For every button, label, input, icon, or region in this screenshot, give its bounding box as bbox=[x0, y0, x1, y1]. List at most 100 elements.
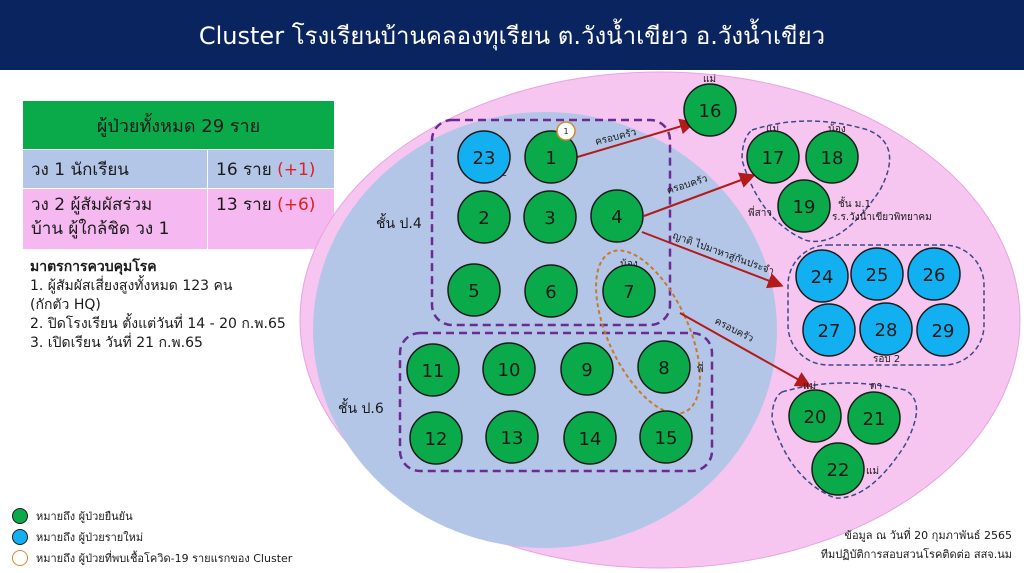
case-node-11 bbox=[406, 343, 460, 397]
case-number: 18 bbox=[821, 148, 844, 169]
case-node-22 bbox=[811, 442, 865, 496]
legend-label: หมายถึง ผู้ป่วยรายใหม่ bbox=[36, 530, 144, 544]
case-number: 8 bbox=[658, 358, 669, 379]
measure-item: (กักตัว HQ) bbox=[30, 297, 101, 313]
round-label: รอบ 2 bbox=[480, 168, 507, 179]
case-label: แม่ bbox=[766, 124, 779, 135]
source-date: ข้อมูล ณ วันที่ 20 กุมภาพันธ์ 2565 bbox=[844, 529, 1012, 542]
case-node-2 bbox=[457, 190, 511, 244]
case-number: 2 bbox=[478, 208, 489, 229]
case-node-21 bbox=[847, 391, 901, 445]
case-label: ตา bbox=[870, 381, 882, 392]
ring2-delta: (+6) bbox=[277, 195, 316, 215]
case-label: พี่สาว bbox=[748, 205, 772, 219]
case-node-8 bbox=[637, 340, 691, 394]
legend-item: หมายถึง ผู้ป่วยที่พบเชื้อโควิด-19 รายแรก… bbox=[12, 547, 292, 568]
ring1-value: 16 ราย (+1) bbox=[207, 149, 335, 189]
case-number: 10 bbox=[498, 360, 521, 381]
case-number: 20 bbox=[804, 407, 827, 428]
legend-swatch-new bbox=[12, 528, 28, 545]
case-number: 13 bbox=[501, 428, 524, 449]
case-node-1 bbox=[524, 130, 578, 184]
grade6-group bbox=[398, 331, 714, 473]
case-node-14 bbox=[563, 411, 617, 465]
case-number: 25 bbox=[866, 265, 889, 286]
case-number: 14 bbox=[579, 429, 602, 450]
case-number: 1 bbox=[545, 148, 556, 169]
case-note: ชั้น ม.1 bbox=[838, 196, 871, 210]
summary-row-ring1: วง 1 นักเรียน 16 ราย (+1) bbox=[22, 149, 335, 189]
grade6-label: ชั้น ป.6 bbox=[338, 398, 384, 417]
arrow-4-relatives bbox=[641, 231, 784, 289]
case-number: 16 bbox=[699, 101, 722, 122]
ring1-label: วง 1 นักเรียน bbox=[22, 149, 208, 189]
case-node-29 bbox=[916, 303, 970, 357]
case-number: 24 bbox=[811, 267, 834, 288]
case-node-28 bbox=[859, 302, 913, 356]
arrow-label: ญาติ ไปมาหาสู่กันประจำ bbox=[671, 230, 776, 278]
legend-swatch-first-case bbox=[12, 549, 28, 566]
case-node-6 bbox=[524, 264, 578, 318]
legend-label: หมายถึง ผู้ป่วยที่พบเชื้อโควิด-19 รายแรก… bbox=[36, 551, 293, 565]
case-number: 26 bbox=[923, 265, 946, 286]
case-number: 5 bbox=[468, 281, 479, 302]
ring1-count: 16 ราย bbox=[216, 159, 272, 180]
case-number: 15 bbox=[655, 428, 678, 449]
case-number: 9 bbox=[581, 360, 592, 381]
legend-label: หมายถึง ผู้ป่วยยืนยัน bbox=[36, 509, 133, 523]
arrow-4-household bbox=[643, 172, 756, 217]
case-label: น้อง bbox=[828, 123, 846, 135]
family-group-17-19 bbox=[741, 120, 891, 243]
case-number: 17 bbox=[762, 148, 785, 169]
case-note: ร.ร.วังน้ำเขียวพิทยาคม bbox=[832, 209, 932, 223]
case-number: 23 bbox=[473, 148, 496, 169]
arrow-7-family bbox=[679, 312, 812, 387]
case-node-3 bbox=[523, 190, 577, 244]
first-case-badge-number: 1 bbox=[563, 127, 568, 136]
title-bar: Cluster โรงเรียนบ้านคลองทุเรียน ต.วังน้ำ… bbox=[0, 0, 1024, 70]
ring1-delta: (+1) bbox=[277, 159, 316, 180]
arrow-label: ครอบครัว bbox=[666, 173, 709, 196]
measure-item: 1. ผู้สัมผัสเสี่ยงสูงทั้งหมด 123 คน bbox=[30, 278, 233, 294]
legend-item: หมายถึง ผู้ป่วยยืนยัน bbox=[12, 505, 292, 526]
case-label: พี่ bbox=[697, 361, 704, 375]
page-title: Cluster โรงเรียนบ้านคลองทุเรียน ต.วังน้ำ… bbox=[198, 21, 826, 50]
ring2-label-line1: วง 2 ผู้สัมผัสร่วม bbox=[31, 195, 153, 215]
case-node-9 bbox=[560, 342, 614, 396]
case-label: แม่ bbox=[803, 381, 816, 392]
case-number: 12 bbox=[425, 429, 448, 450]
case-label: แม่ bbox=[703, 74, 716, 85]
case-number: 3 bbox=[544, 208, 555, 229]
measure-item: 2. ปิดโรงเรียน ตั้งแต่วันที่ 14 - 20 ก.พ… bbox=[30, 316, 286, 332]
measures-title: มาตรการควบคุมโรค bbox=[30, 259, 157, 275]
case-number: 22 bbox=[827, 460, 850, 481]
summary-table: ผู้ป่วยทั้งหมด 29 ราย วง 1 นักเรียน 16 ร… bbox=[22, 100, 335, 250]
case-number: 21 bbox=[863, 409, 886, 430]
case-node-5 bbox=[447, 263, 501, 317]
case-node-12 bbox=[409, 411, 463, 465]
ring2-count: 13 ราย bbox=[216, 195, 272, 215]
case-node-24 bbox=[795, 249, 849, 303]
legend: หมายถึง ผู้ป่วยยืนยัน หมายถึง ผู้ป่วยราย… bbox=[12, 505, 292, 568]
arrow-label: ครอบครัว bbox=[713, 316, 755, 345]
sibling-group-7-8 bbox=[595, 249, 701, 415]
case-node-16 bbox=[683, 83, 737, 137]
ring2-area bbox=[299, 71, 1021, 569]
grade4-group bbox=[430, 118, 672, 327]
ring1-area bbox=[313, 112, 777, 548]
arrow-label: ครอบครัว bbox=[594, 127, 638, 148]
case-number: 19 bbox=[793, 197, 816, 218]
case-number: 7 bbox=[623, 282, 634, 303]
data-source: ข้อมูล ณ วันที่ 20 กุมภาพันธ์ 2565 ทีมปฏ… bbox=[821, 526, 1012, 564]
legend-item: หมายถึง ผู้ป่วยรายใหม่ bbox=[12, 526, 292, 547]
case-label: แม่ bbox=[866, 466, 879, 477]
case-node-17 bbox=[746, 130, 800, 184]
case-node-7 bbox=[602, 264, 656, 318]
case-number: 27 bbox=[818, 321, 841, 342]
summary-row-ring2: วง 2 ผู้สัมผัสร่วม บ้าน ผู้ใกล้ชิด วง 1 … bbox=[22, 188, 335, 250]
case-node-27 bbox=[802, 303, 856, 357]
source-team: ทีมปฏิบัติการสอบสวนโรคติดต่อ สสจ.นม bbox=[820, 548, 1012, 561]
case-number: 4 bbox=[611, 207, 622, 228]
control-measures: มาตรการควบคุมโรค 1. ผู้สัมผัสเสี่ยงสูงทั… bbox=[30, 258, 286, 353]
